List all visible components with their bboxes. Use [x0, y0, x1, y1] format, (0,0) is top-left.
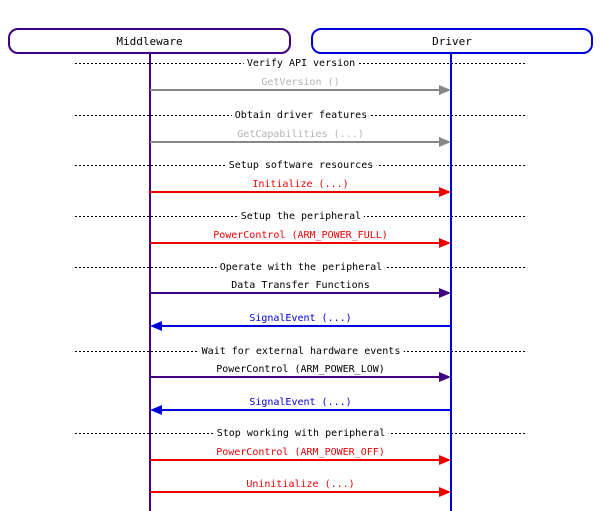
divider-label: Verify API version: [243, 58, 359, 70]
message-label: PowerControl (ARM_POWER_LOW): [216, 364, 385, 375]
message-label: GetCapabilities (...): [237, 129, 364, 140]
actor-label-driver: Driver: [432, 34, 472, 48]
message-label: Uninitialize (...): [246, 479, 355, 490]
message-line: [150, 491, 441, 493]
arrowhead-right-icon: [439, 85, 451, 95]
message-line: [150, 89, 441, 91]
message-line: [150, 292, 441, 294]
divider-label: Stop working with peripheral: [213, 428, 389, 440]
arrowhead-left-icon: [150, 405, 162, 415]
message-line: [161, 325, 451, 327]
message-label: Data Transfer Functions: [231, 280, 370, 291]
message-line: [150, 141, 441, 143]
actor-box-middleware: Middleware: [8, 28, 291, 54]
divider-label: Operate with the peripheral: [216, 262, 386, 274]
message-line: [150, 376, 441, 378]
message-label: PowerControl (ARM_POWER_OFF): [216, 447, 385, 458]
message-label: PowerControl (ARM_POWER_FULL): [213, 230, 388, 241]
message-label: SignalEvent (...): [249, 397, 352, 408]
arrowhead-right-icon: [439, 137, 451, 147]
message-line: [150, 459, 441, 461]
message-line: [150, 242, 441, 244]
message-label: GetVersion (): [261, 77, 340, 88]
message-line: [150, 191, 441, 193]
lifeline-driver: [450, 54, 452, 511]
message-label: Initialize (...): [252, 179, 349, 190]
divider-label: Setup software resources: [225, 160, 377, 172]
arrowhead-right-icon: [439, 487, 451, 497]
arrowhead-left-icon: [150, 321, 162, 331]
actor-box-driver: Driver: [311, 28, 593, 54]
message-line: [161, 409, 451, 411]
lifeline-middleware: [149, 54, 151, 511]
divider-label: Wait for external hardware events: [198, 346, 404, 358]
divider-label: Setup the peripheral: [237, 211, 365, 223]
arrowhead-right-icon: [439, 288, 451, 298]
arrowhead-right-icon: [439, 238, 451, 248]
divider-label: Obtain driver features: [231, 110, 371, 122]
message-label: SignalEvent (...): [249, 313, 352, 324]
actor-label-middleware: Middleware: [116, 34, 183, 48]
arrowhead-right-icon: [439, 187, 451, 197]
arrowhead-right-icon: [439, 455, 451, 465]
arrowhead-right-icon: [439, 372, 451, 382]
